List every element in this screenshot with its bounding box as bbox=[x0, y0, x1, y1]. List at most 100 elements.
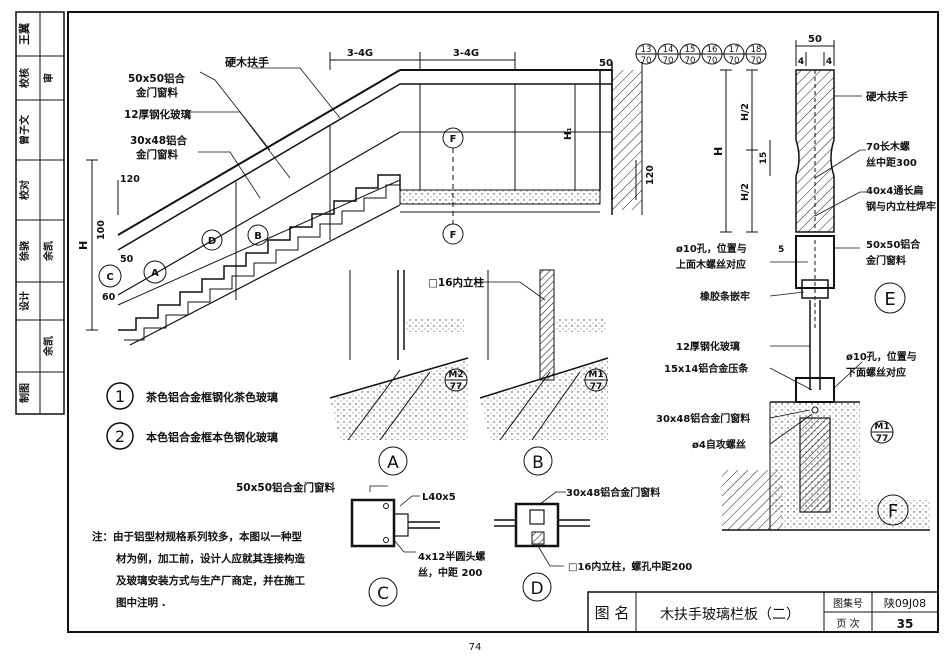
note-line: 材为例，加工前，设计人应就其连接构造 bbox=[115, 552, 305, 565]
label-flat: 钢与内立柱焊牢 bbox=[866, 200, 936, 213]
detail-tag-D: D bbox=[530, 579, 543, 599]
note-line: 图中注明 . bbox=[116, 596, 166, 609]
ref-bot: 77 bbox=[590, 382, 603, 392]
label-rubber: 橡胶条嵌牢 bbox=[700, 290, 750, 303]
label-strip: 15x14铝合金压条 bbox=[664, 362, 749, 375]
note-line: 注：由于铝型材规格系列较多，本图以一种型 bbox=[92, 530, 302, 543]
sidebar-label: 余凯 bbox=[42, 336, 55, 357]
ref-bot: 77 bbox=[450, 382, 463, 392]
label-handrail: 硬木扶手 bbox=[225, 55, 269, 69]
legend: 1 2 茶色铝合金框钢化茶色玻璃 本色铝合金框本色钢化玻璃 bbox=[106, 382, 278, 450]
section-tag: D bbox=[208, 236, 216, 247]
section-tag: F bbox=[450, 134, 457, 145]
detail-c-d bbox=[350, 485, 590, 607]
label-frame50: 50x50铝合 bbox=[128, 72, 185, 85]
ref-num: 70 bbox=[729, 56, 740, 66]
dim-text: 100 bbox=[96, 220, 107, 240]
page-label: 页 次 bbox=[836, 617, 859, 630]
note-line: 及玻璃安装方式与生产厂商定，并在施工 bbox=[116, 574, 305, 587]
dim-text: 3-4G bbox=[347, 48, 373, 59]
label-screw: 70长木螺 bbox=[866, 140, 910, 153]
dim-text: 120 bbox=[120, 174, 140, 185]
ref-num: 13 bbox=[641, 45, 652, 55]
footer-page-number: 74 bbox=[469, 642, 482, 653]
label-d-post: □16内立柱，螺孔中距200 bbox=[568, 560, 692, 573]
note: 注：由于铝型材规格系列较多，本图以一种型 材为例，加工前，设计人应就其连接构造 … bbox=[92, 530, 305, 609]
dim-text: 4 bbox=[826, 57, 832, 67]
sidebar-label: 设计 bbox=[18, 291, 31, 311]
section-tag: F bbox=[450, 230, 457, 241]
label-frame30: 金门窗料 bbox=[135, 148, 178, 161]
ref-num: 15 bbox=[685, 45, 696, 55]
label-screw: 丝中距300 bbox=[866, 156, 917, 169]
stair-elevation bbox=[86, 52, 643, 346]
dim-text: H bbox=[712, 147, 725, 156]
dim-text: H/2 bbox=[740, 103, 751, 121]
dim-text: H bbox=[77, 241, 90, 250]
label-c-screw: 4x12半圆头螺 bbox=[418, 550, 485, 563]
ref-top: M1 bbox=[588, 370, 603, 380]
label-post: □16内立柱 bbox=[428, 276, 485, 289]
legend-text: 茶色铝合金框钢化茶色玻璃 bbox=[145, 390, 278, 404]
title-label: 图 名 bbox=[595, 604, 630, 622]
dim-text: 60 bbox=[102, 292, 116, 303]
ref-circles bbox=[635, 43, 767, 65]
detail-tag-C: C bbox=[377, 584, 389, 604]
ref-num: 70 bbox=[751, 56, 762, 66]
dim-text: 3-4G bbox=[453, 48, 479, 59]
sidebar-label: 余凯 bbox=[42, 241, 55, 262]
ref-num: 17 bbox=[729, 45, 740, 55]
section-tag: B bbox=[254, 231, 262, 242]
label-glass: 12厚钢化玻璃 bbox=[676, 340, 740, 353]
sidebar-label: 王冀 bbox=[17, 23, 31, 45]
drawing-border bbox=[67, 11, 939, 633]
label-frame30: 30x48铝合金门窗料 bbox=[656, 412, 750, 425]
dim-text: 50 bbox=[599, 58, 613, 69]
sidebar-label: 校对 bbox=[18, 180, 31, 200]
dim-text: H₁ bbox=[563, 127, 574, 140]
ref-top: M1 bbox=[874, 422, 889, 432]
ref-bot: 77 bbox=[876, 434, 889, 444]
ref-num: 16 bbox=[707, 45, 718, 55]
label-frame50: 金门窗料 bbox=[135, 86, 178, 99]
detail-a-b-labels: □16内立柱 M2 77 M1 77 A B bbox=[387, 276, 603, 473]
detail-a-b bbox=[329, 269, 609, 476]
page-number: 35 bbox=[897, 617, 914, 631]
title-block bbox=[587, 591, 939, 633]
dim-text: 50 bbox=[120, 254, 134, 265]
label-frame50: 50x50铝合 bbox=[866, 238, 921, 251]
ref-num: 70 bbox=[707, 56, 718, 66]
detail-tag-E: E bbox=[884, 289, 895, 310]
sidebar-label: 审 bbox=[42, 73, 55, 83]
section-tag: C bbox=[106, 272, 113, 283]
label-hole-top: 上面木螺丝对应 bbox=[676, 258, 746, 271]
label-c-angle: L40x5 bbox=[422, 492, 456, 503]
ref-num: 70 bbox=[685, 56, 696, 66]
sidebar-label: 曾子文 bbox=[18, 114, 31, 145]
detail-e-f bbox=[635, 40, 930, 531]
label-c-frame: 50x50铝合金门窗料 bbox=[236, 481, 335, 494]
detail-tag-B: B bbox=[532, 453, 544, 473]
dim-text: 4 bbox=[798, 57, 804, 67]
label-d-frame: 30x48铝合金门窗料 bbox=[566, 486, 660, 499]
dim-text: 50 bbox=[808, 34, 822, 45]
title-block-text: 图 名 木扶手玻璃栏板（二） 图集号 陕09J08 页 次 35 bbox=[595, 596, 927, 631]
legend-number: 1 bbox=[115, 387, 125, 406]
detail-tag-F: F bbox=[888, 501, 898, 522]
ref-num: 18 bbox=[751, 45, 762, 55]
ref-num: 70 bbox=[641, 56, 652, 66]
atlas-number: 陕09J08 bbox=[884, 596, 926, 610]
stair-labels: 3-4G 3-4G 50 硬木扶手 50x50铝合 金门窗料 12厚钢化玻璃 3… bbox=[77, 48, 656, 303]
sidebar-label: 制图 bbox=[18, 383, 31, 403]
label-hole-bot: 下面螺丝对应 bbox=[846, 366, 906, 379]
label-handrail: 硬木扶手 bbox=[866, 90, 908, 103]
dim-text: 5 bbox=[778, 245, 784, 255]
atlas-label: 图集号 bbox=[833, 597, 863, 610]
ref-num: 14 bbox=[663, 45, 674, 55]
sidebar-label: 校核 bbox=[18, 68, 31, 88]
dim-text: 120 bbox=[645, 165, 656, 185]
label-hole-top: ø10孔，位置与 bbox=[676, 242, 747, 255]
ref-top: M2 bbox=[448, 370, 463, 380]
label-glass: 12厚钢化玻璃 bbox=[124, 108, 192, 121]
